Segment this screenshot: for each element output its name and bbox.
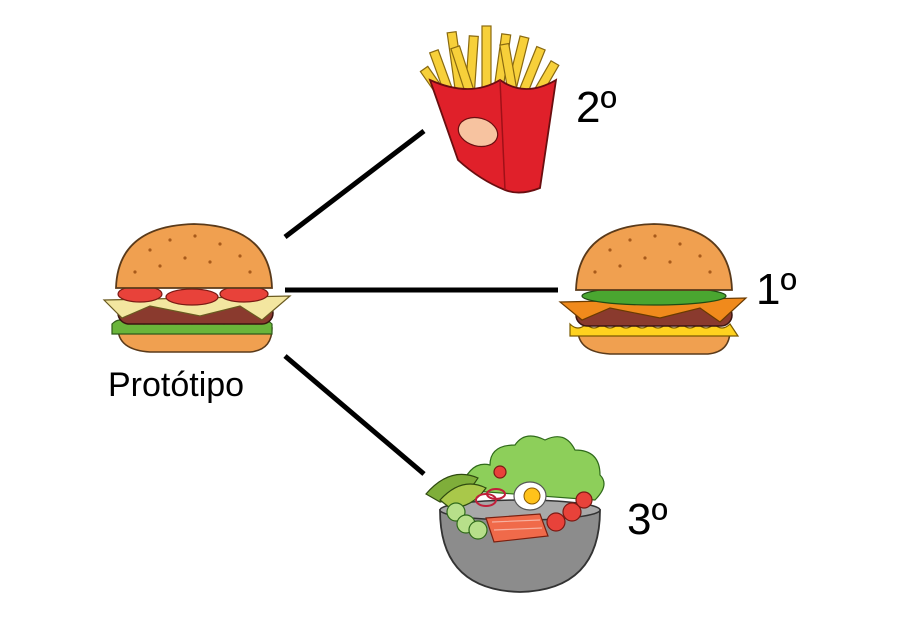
- rank-label-fries: 2º: [576, 83, 617, 132]
- salad-bowl-icon: [425, 435, 605, 593]
- connector-line-salad: [283, 354, 426, 476]
- connector-line-fries: [283, 129, 426, 239]
- rank-label-salad: 3º: [627, 495, 668, 544]
- french-fries-icon: [419, 25, 560, 194]
- hamburger-icon: [102, 223, 292, 353]
- cheeseburger-icon: [558, 223, 748, 355]
- rank-label-burger: 1º: [756, 265, 797, 314]
- prototype-label: Protótipo: [108, 366, 245, 404]
